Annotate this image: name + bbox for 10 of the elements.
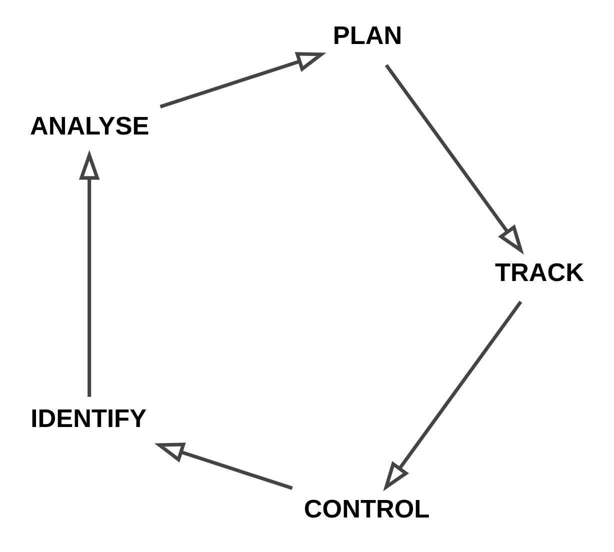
node-text: PLAN <box>332 22 402 50</box>
node-text: ANALYSE <box>30 112 150 141</box>
node-text: IDENTIFY <box>30 405 147 434</box>
arrow <box>384 64 524 255</box>
arrow <box>78 150 100 397</box>
arrow <box>154 442 293 490</box>
node-text: CONTROL <box>304 495 430 524</box>
arrow <box>383 300 522 492</box>
node-text: TRACK <box>494 258 584 287</box>
arrow <box>160 52 326 108</box>
